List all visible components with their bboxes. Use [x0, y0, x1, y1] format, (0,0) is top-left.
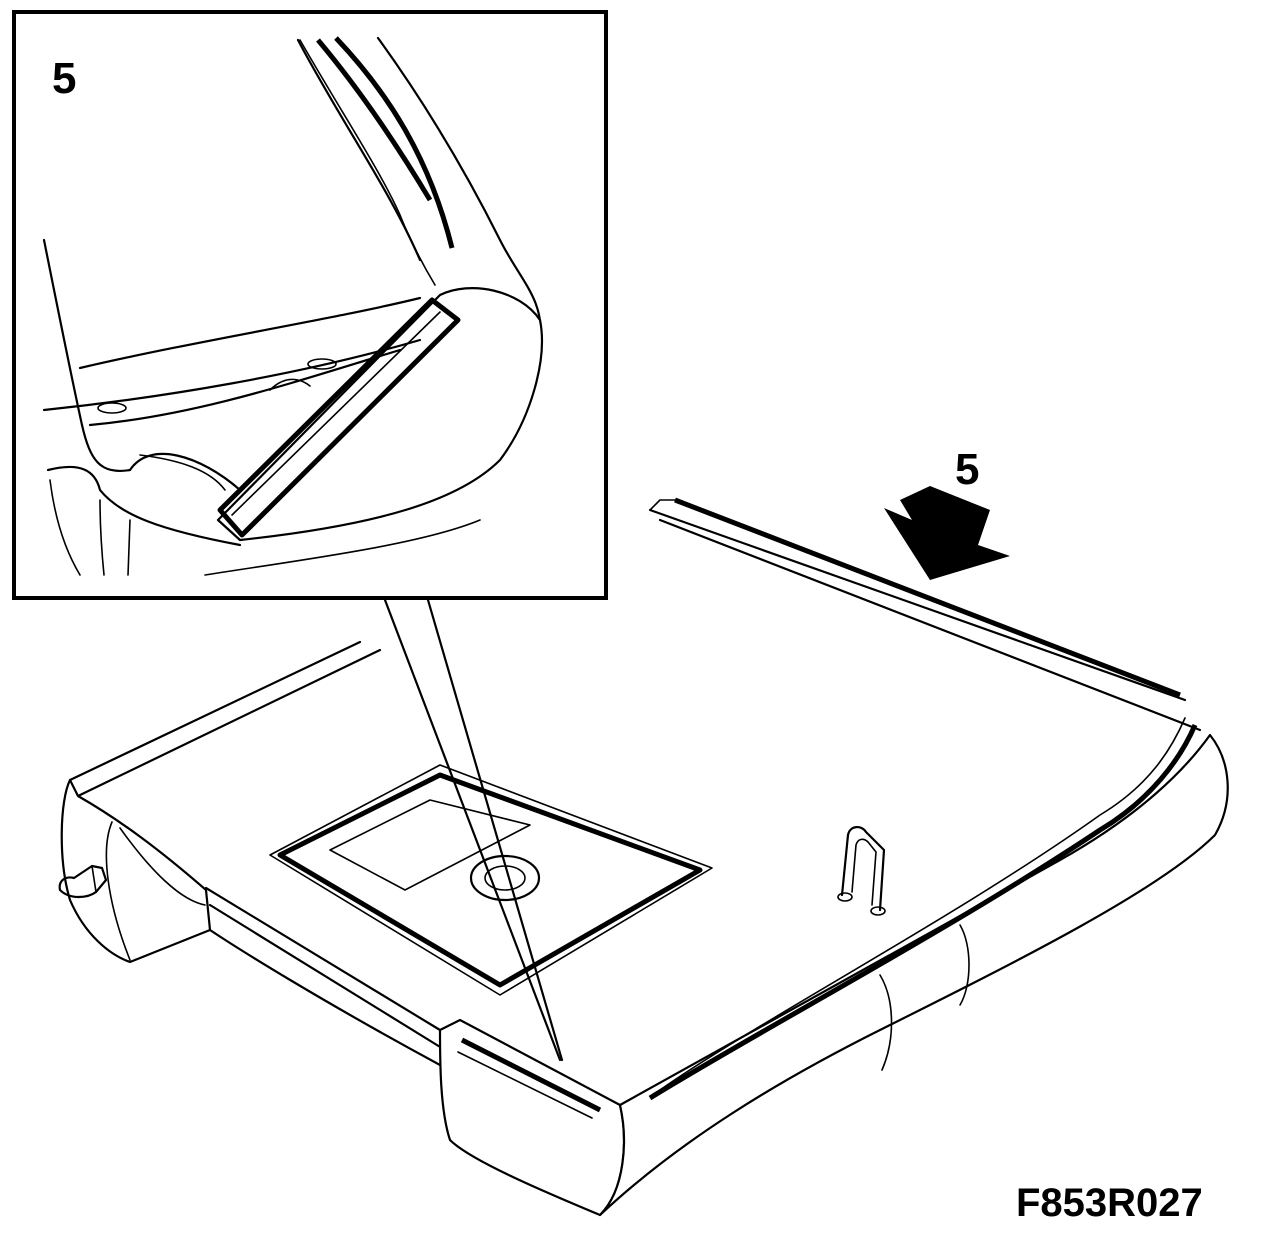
front-corner-trim-strip-edge [457, 1051, 593, 1119]
inset-slot-1 [97, 402, 127, 414]
rear-right-edge-outer [648, 508, 1187, 702]
seat-cushion [58, 497, 1229, 1217]
inset-leader-lines [383, 598, 564, 1062]
inset-small-arc [269, 378, 311, 391]
inset-trim-channel [217, 297, 461, 538]
inset-seat-surface-line [42, 338, 422, 412]
inset-seat-surface-line-2 [88, 348, 402, 427]
wire-loop-foot-2 [870, 906, 886, 916]
callout-number: 5 [955, 445, 979, 494]
inset-back-trim-2 [334, 36, 455, 249]
callout-arrow [884, 486, 1010, 580]
seat-center-panel-outer [269, 764, 713, 996]
rear-right-trim-strip [674, 497, 1181, 698]
left-bolster-fold [119, 827, 206, 906]
inset-side-line [42, 238, 84, 427]
inset-lower-left-line [49, 479, 81, 576]
cushion-rear-edge [68, 640, 362, 782]
cushion-front-seam-lower [208, 903, 447, 1052]
wire-loop-foot-1 [837, 892, 853, 902]
right-bolster-seam-1 [879, 974, 893, 1071]
cushion-front-seam-upper [204, 886, 442, 1032]
seat-label-area [329, 799, 531, 891]
left-bolster [60, 778, 212, 964]
inset-lower-line-2 [99, 499, 105, 576]
leader-line-right [426, 598, 564, 1062]
right-bolster-trim-strip [648, 724, 1198, 1101]
seat-center-panel [277, 772, 703, 988]
seat-release-knob [58, 864, 108, 899]
inset-front-lip [46, 465, 242, 547]
cushion-front-face [208, 928, 442, 1067]
inset-back-trim [316, 38, 433, 202]
rear-right-edge-inner [658, 518, 1202, 732]
right-bolster-seam-2 [959, 924, 970, 1006]
inset-back-edge [376, 36, 542, 342]
inset-cushion-fold-2 [139, 454, 226, 491]
knob-detail [91, 865, 97, 893]
wire-loop-inner [851, 838, 877, 906]
right-bolster-trim-strip-edge [659, 717, 1186, 1091]
inset-callout-number: 5 [52, 54, 76, 103]
detail-inset: 5 [12, 10, 608, 600]
wire-loop [840, 826, 886, 912]
inset-slot-2 [307, 358, 337, 370]
inset-lower-line-3 [127, 519, 131, 576]
inset-seat-rear-edge [78, 296, 422, 370]
front-corner-trim-strip [460, 1037, 602, 1113]
callout-5: 5 [884, 445, 1010, 580]
seat-center-fastener [469, 854, 541, 902]
figure-code: F853R027 [1016, 1181, 1203, 1225]
left-bolster-seam [105, 821, 131, 961]
rear-trim-broken-end [649, 499, 676, 511]
cushion-rear-inner-edge [76, 648, 382, 798]
inset-trim-channel-inner [231, 311, 441, 516]
front-corner-bolster [438, 1018, 626, 1217]
leader-line-left [383, 598, 562, 1062]
inset-cushion-fold [80, 423, 242, 492]
inset-bottom-edge [204, 519, 481, 576]
inset-back-inner-edge [299, 39, 436, 286]
